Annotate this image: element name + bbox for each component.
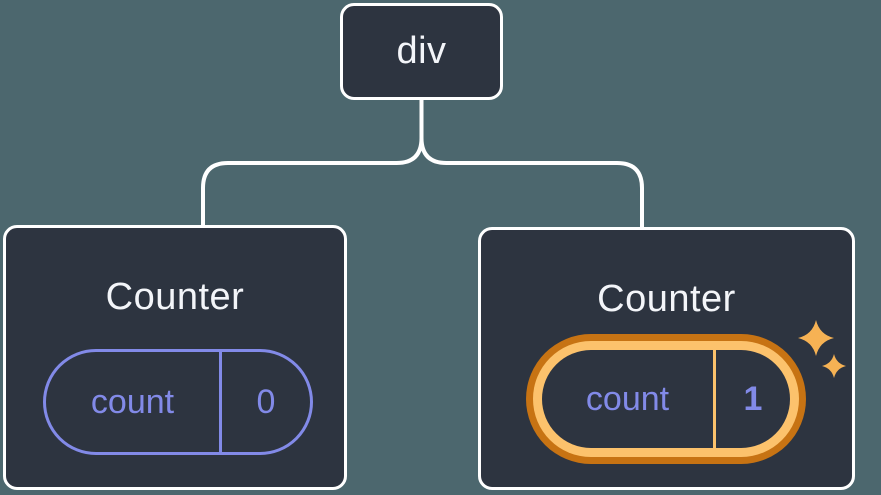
connector-right-branch (419, 100, 644, 228)
state-value-segment: 1 (716, 350, 790, 448)
counter-title: Counter (597, 278, 736, 320)
pill-divider (713, 350, 716, 448)
connector-left-branch (201, 100, 424, 226)
state-key-segment: count (542, 350, 713, 448)
state-value-label: 0 (256, 382, 276, 421)
state-value-label: 1 (743, 379, 763, 418)
root-node-label: div (396, 30, 447, 72)
counter-card-right: Counter count 1 (478, 227, 855, 490)
state-pill-highlight-ring-inner: count 1 (533, 341, 799, 457)
state-pill-count-0: count 0 (43, 349, 313, 455)
state-pill-highlight-ring: count 1 (526, 334, 806, 464)
pill-divider (219, 352, 222, 452)
state-key-label: count (90, 382, 175, 421)
counter-title: Counter (105, 276, 245, 318)
root-node-div: div (340, 3, 503, 100)
state-pill-count-1: count 1 (542, 350, 790, 448)
counter-card-left: Counter count 0 (3, 225, 347, 490)
state-key-segment: count (46, 352, 219, 452)
state-value-segment: 0 (222, 352, 310, 452)
state-key-label: count (585, 379, 670, 418)
